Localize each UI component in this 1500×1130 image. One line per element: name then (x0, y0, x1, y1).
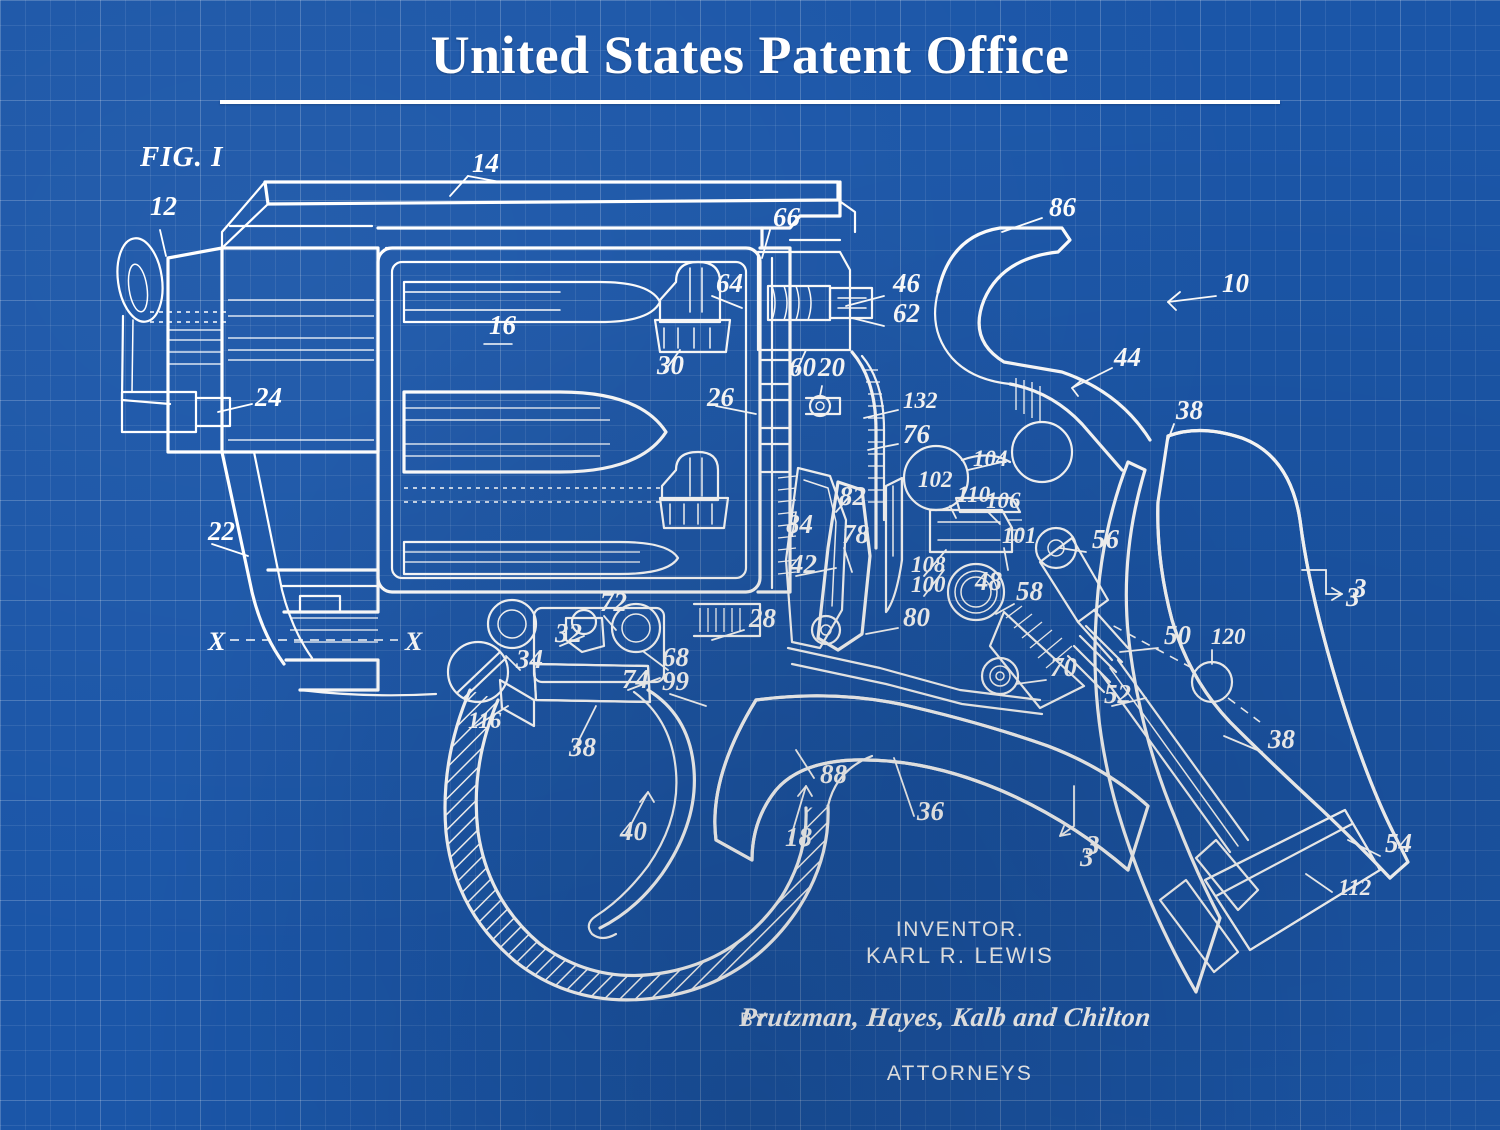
reference-numeral-38-48: 38 (1267, 724, 1296, 754)
reference-numeral-72-35: 72 (600, 587, 627, 617)
section-arrow-lower-label: 3 (1079, 842, 1094, 872)
reference-numeral-52-45: 52 (1104, 679, 1131, 709)
reference-numeral-24-13: 24 (254, 382, 282, 412)
reference-numeral-66-5: 66 (773, 202, 801, 232)
section-arrow-3-lower: 3 (1059, 785, 1094, 872)
reference-numeral-120-39: 120 (1211, 624, 1246, 649)
reference-numeral-68-41: 68 (662, 642, 690, 672)
frame-topstrap (376, 180, 842, 250)
section-label-left: X (207, 627, 226, 656)
hammer (934, 226, 1152, 484)
reference-numeral-32-37: 32 (554, 618, 582, 648)
section-line-xx: X X (207, 627, 423, 656)
reference-numeral-42-29: 42 (789, 549, 817, 579)
reference-numeral-116-46: 116 (468, 708, 502, 733)
reference-numeral-100-30: 100 (911, 572, 946, 597)
reference-numeral-101-25: 101 (1002, 523, 1037, 548)
reference-numeral-112-55: 112 (1338, 875, 1371, 900)
reference-numeral-44-9: 44 (1113, 342, 1141, 372)
reference-numeral-40-51: 40 (619, 816, 648, 846)
reference-numeral-14-1: 14 (472, 148, 499, 178)
reference-numeral-84-23: 84 (786, 509, 813, 539)
section-arrow-3-upper: 3 (1301, 569, 1360, 612)
inventor-label: INVENTOR. (895, 918, 1025, 941)
reference-numeral-99-42: 99 (662, 666, 690, 696)
reference-numeral-104-18: 104 (973, 446, 1008, 471)
reference-numeral-10-3: 10 (1222, 268, 1250, 298)
lower-frame (220, 450, 1150, 872)
reference-numeral-58-32: 58 (1016, 576, 1044, 606)
reference-numeral-70-44: 70 (1050, 652, 1078, 682)
leader-lines (159, 175, 1381, 893)
reference-numeral-26-14: 26 (706, 382, 735, 412)
reference-numeral-88-49: 88 (820, 759, 848, 789)
reference-numeral-82-22: 82 (839, 481, 866, 511)
attorney-firm-signature: Prutzman, Hayes, Kalb and Chilton (738, 1002, 1153, 1032)
attorneys-label: ATTORNEYS (886, 1062, 1034, 1085)
reference-numeral-76-17: 76 (903, 419, 931, 449)
reference-numeral-34-40: 34 (515, 644, 543, 674)
reference-numeral-3-53: 3 (1085, 830, 1100, 860)
reference-numeral-102-19: 102 (918, 467, 953, 492)
cylinder-assembly (376, 246, 762, 594)
reference-numeral-38-47: 38 (568, 732, 597, 762)
section-label-right: X (404, 627, 423, 656)
attorney-by-label: BY (740, 1010, 769, 1031)
reference-numeral-38-16: 38 (1175, 395, 1204, 425)
reference-numeral-60-11: 60 (789, 352, 817, 382)
inventor-name: KARL R. LEWIS (866, 943, 1054, 968)
reference-numeral-86-4: 86 (1049, 192, 1077, 222)
reference-numeral-48-31: 48 (974, 566, 1003, 596)
reference-numeral-62-8: 62 (893, 298, 920, 328)
reference-numeral-16-2: 16 (489, 310, 517, 340)
lockwork (777, 444, 1086, 716)
reference-numeral-106-21: 106 (986, 488, 1021, 513)
grip-assembly (1093, 428, 1410, 994)
breech-and-latch (756, 246, 904, 614)
mainspring-strut (1034, 526, 1261, 912)
reference-numeral-56-27: 56 (1092, 524, 1120, 554)
reference-numeral-110-20: 110 (957, 482, 991, 507)
reference-numeral-18-52: 18 (785, 822, 813, 852)
barrel-assembly (116, 180, 857, 454)
reference-numeral-36-50: 36 (916, 796, 945, 826)
reference-numeral-3-33: 3 (1352, 573, 1367, 603)
reference-numeral-30-10: 30 (656, 350, 685, 380)
page-header: United States Patent Office (0, 24, 1500, 104)
reference-numeral-64-6: 64 (716, 268, 743, 298)
reference-numeral-50-38: 50 (1164, 620, 1192, 650)
reference-numeral-74-43: 74 (622, 664, 649, 694)
reference-numeral-108-28: 108 (911, 552, 946, 577)
reference-numeral-46-7: 46 (892, 268, 921, 298)
page-title: United States Patent Office (430, 25, 1070, 85)
reference-numeral-22-26: 22 (207, 516, 235, 546)
reference-numeral-54-54: 54 (1385, 828, 1412, 858)
section-arrow-upper-label: 3 (1345, 582, 1360, 612)
figure-label: FIG. I (139, 141, 224, 173)
reference-numeral-78-24: 78 (842, 519, 870, 549)
reference-numeral-20-12: 20 (817, 352, 846, 382)
reference-numeral-12-0: 12 (150, 191, 177, 221)
reference-numeral-80-34: 80 (903, 602, 931, 632)
reference-numeral-132-15: 132 (903, 388, 938, 413)
header-divider (220, 100, 1280, 104)
reference-numeral-28-36: 28 (748, 603, 777, 633)
